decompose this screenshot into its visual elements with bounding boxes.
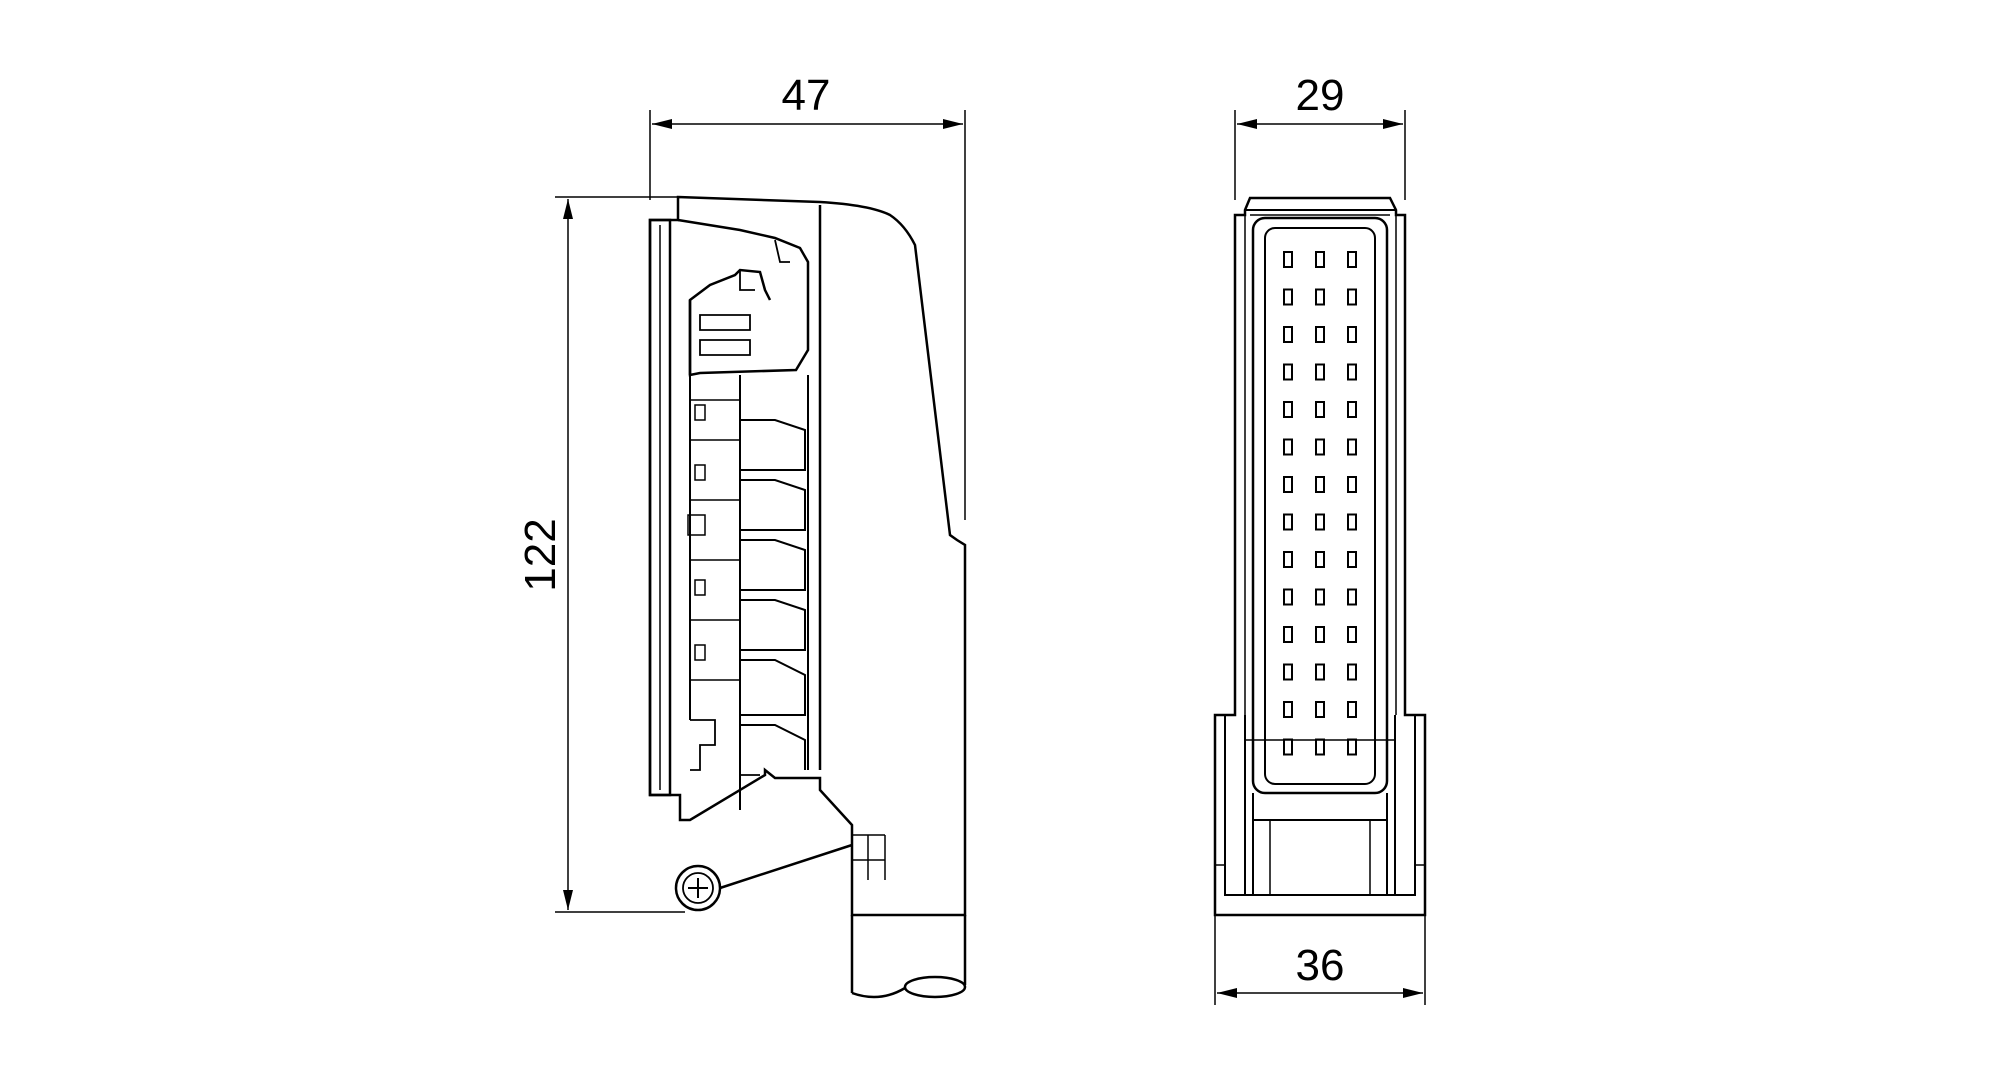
dimension-width-29 <box>1234 110 1406 200</box>
contact-slot <box>1315 626 1325 643</box>
contact-slot <box>1283 363 1293 381</box>
front-view: 29 36 <box>1213 71 1427 1005</box>
contact-slot <box>1315 738 1325 756</box>
dim-label-29: 29 <box>1296 71 1345 120</box>
dim-label-36: 36 <box>1296 941 1345 990</box>
contact-slot <box>1347 438 1357 456</box>
contact-slot <box>1347 251 1357 268</box>
contact-slot <box>1347 288 1357 306</box>
dimension-width-47 <box>649 110 966 520</box>
contact-slot <box>1315 701 1325 718</box>
dim-label-47: 47 <box>782 71 831 120</box>
contact-slot <box>1347 513 1357 531</box>
contact-slot <box>1283 551 1293 568</box>
contact-slot <box>1315 363 1325 381</box>
contact-slot <box>1315 438 1325 456</box>
contact-slot <box>1283 251 1293 268</box>
contact-slot <box>1347 588 1357 606</box>
contact-slot <box>1347 701 1357 718</box>
contact-slot <box>1283 326 1293 343</box>
contact-slot <box>1315 476 1325 493</box>
contact-slot <box>1283 513 1293 531</box>
contact-grid <box>1283 251 1357 756</box>
dim-label-122: 122 <box>516 518 565 591</box>
contact-slot <box>1315 588 1325 606</box>
contact-slot <box>1283 288 1293 306</box>
terminal-stack <box>687 375 809 810</box>
side-view: 47 122 <box>516 71 967 999</box>
contact-slot <box>1283 401 1293 418</box>
contact-slot <box>1283 626 1293 643</box>
contact-slot <box>1283 476 1293 493</box>
back-plate <box>648 218 672 797</box>
cable <box>850 834 967 999</box>
contact-slot <box>1347 663 1357 681</box>
contact-slot <box>1347 326 1357 343</box>
contact-slot <box>1283 701 1293 718</box>
contact-slot <box>1315 663 1325 681</box>
contact-slot <box>1347 551 1357 568</box>
contact-slot <box>1283 663 1293 681</box>
contact-slot <box>1283 738 1293 756</box>
contact-slot <box>1315 513 1325 531</box>
screw <box>674 843 853 912</box>
contact-slot <box>1347 626 1357 643</box>
front-outer <box>1213 196 1427 917</box>
contact-slot <box>1347 738 1357 756</box>
contact-slot <box>1315 251 1325 268</box>
dimension-height-122 <box>555 196 685 913</box>
contact-slot <box>1347 476 1357 493</box>
contact-slot <box>1283 438 1293 456</box>
contact-slot <box>1315 401 1325 418</box>
contact-slot <box>1315 551 1325 568</box>
front-faceplate <box>1251 216 1389 795</box>
contact-slot <box>1283 588 1293 606</box>
dimension-width-36 <box>1214 915 1426 1005</box>
contact-slot <box>1315 288 1325 306</box>
contact-slot <box>1347 401 1357 418</box>
latch-top <box>677 218 810 377</box>
contact-slot <box>1315 326 1325 343</box>
contact-slot <box>1347 363 1357 381</box>
